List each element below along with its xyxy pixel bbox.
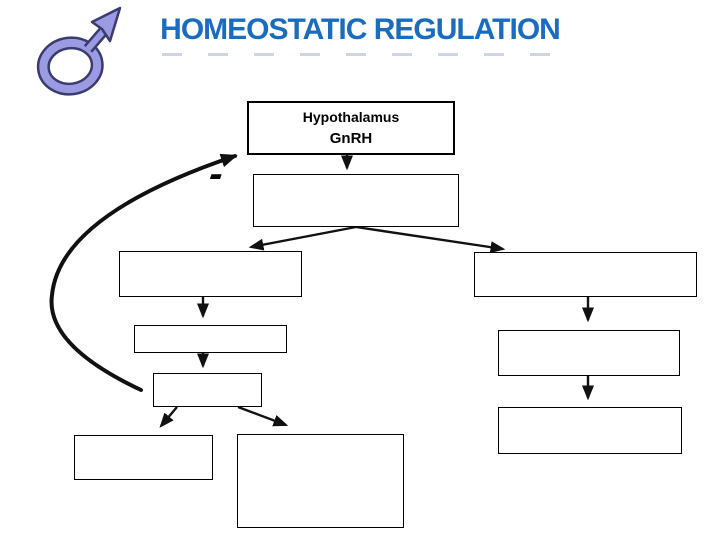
male-sign-icon xyxy=(36,6,122,96)
right-column-box-3 xyxy=(498,407,682,454)
bottom-left-box xyxy=(74,435,213,480)
right-column-box-2 xyxy=(498,330,680,376)
hypothalamus-box: Hypothalamus GnRH xyxy=(247,101,455,155)
arrow-to-bottom-middle-box xyxy=(237,405,289,427)
page-title: HOMEOSTATIC REGULATION xyxy=(160,13,561,46)
left-column-box-3 xyxy=(153,373,262,407)
left-branch-box xyxy=(119,251,302,297)
negative-feedback-sign: - xyxy=(202,152,231,196)
title-underline-dashes xyxy=(162,53,558,56)
hypothalamus-label: Hypothalamus xyxy=(302,109,400,126)
arrow-to-bottom-left-box xyxy=(159,406,178,428)
bottom-middle-box xyxy=(237,434,404,528)
arrow-box2-to-left-branch xyxy=(248,225,357,251)
arrow-box2-to-right-branch xyxy=(355,225,506,254)
gnrh-label: GnRH xyxy=(329,129,373,147)
left-column-box-2 xyxy=(134,325,287,353)
right-branch-box xyxy=(474,252,697,297)
box-below-hypothalamus xyxy=(253,174,459,227)
